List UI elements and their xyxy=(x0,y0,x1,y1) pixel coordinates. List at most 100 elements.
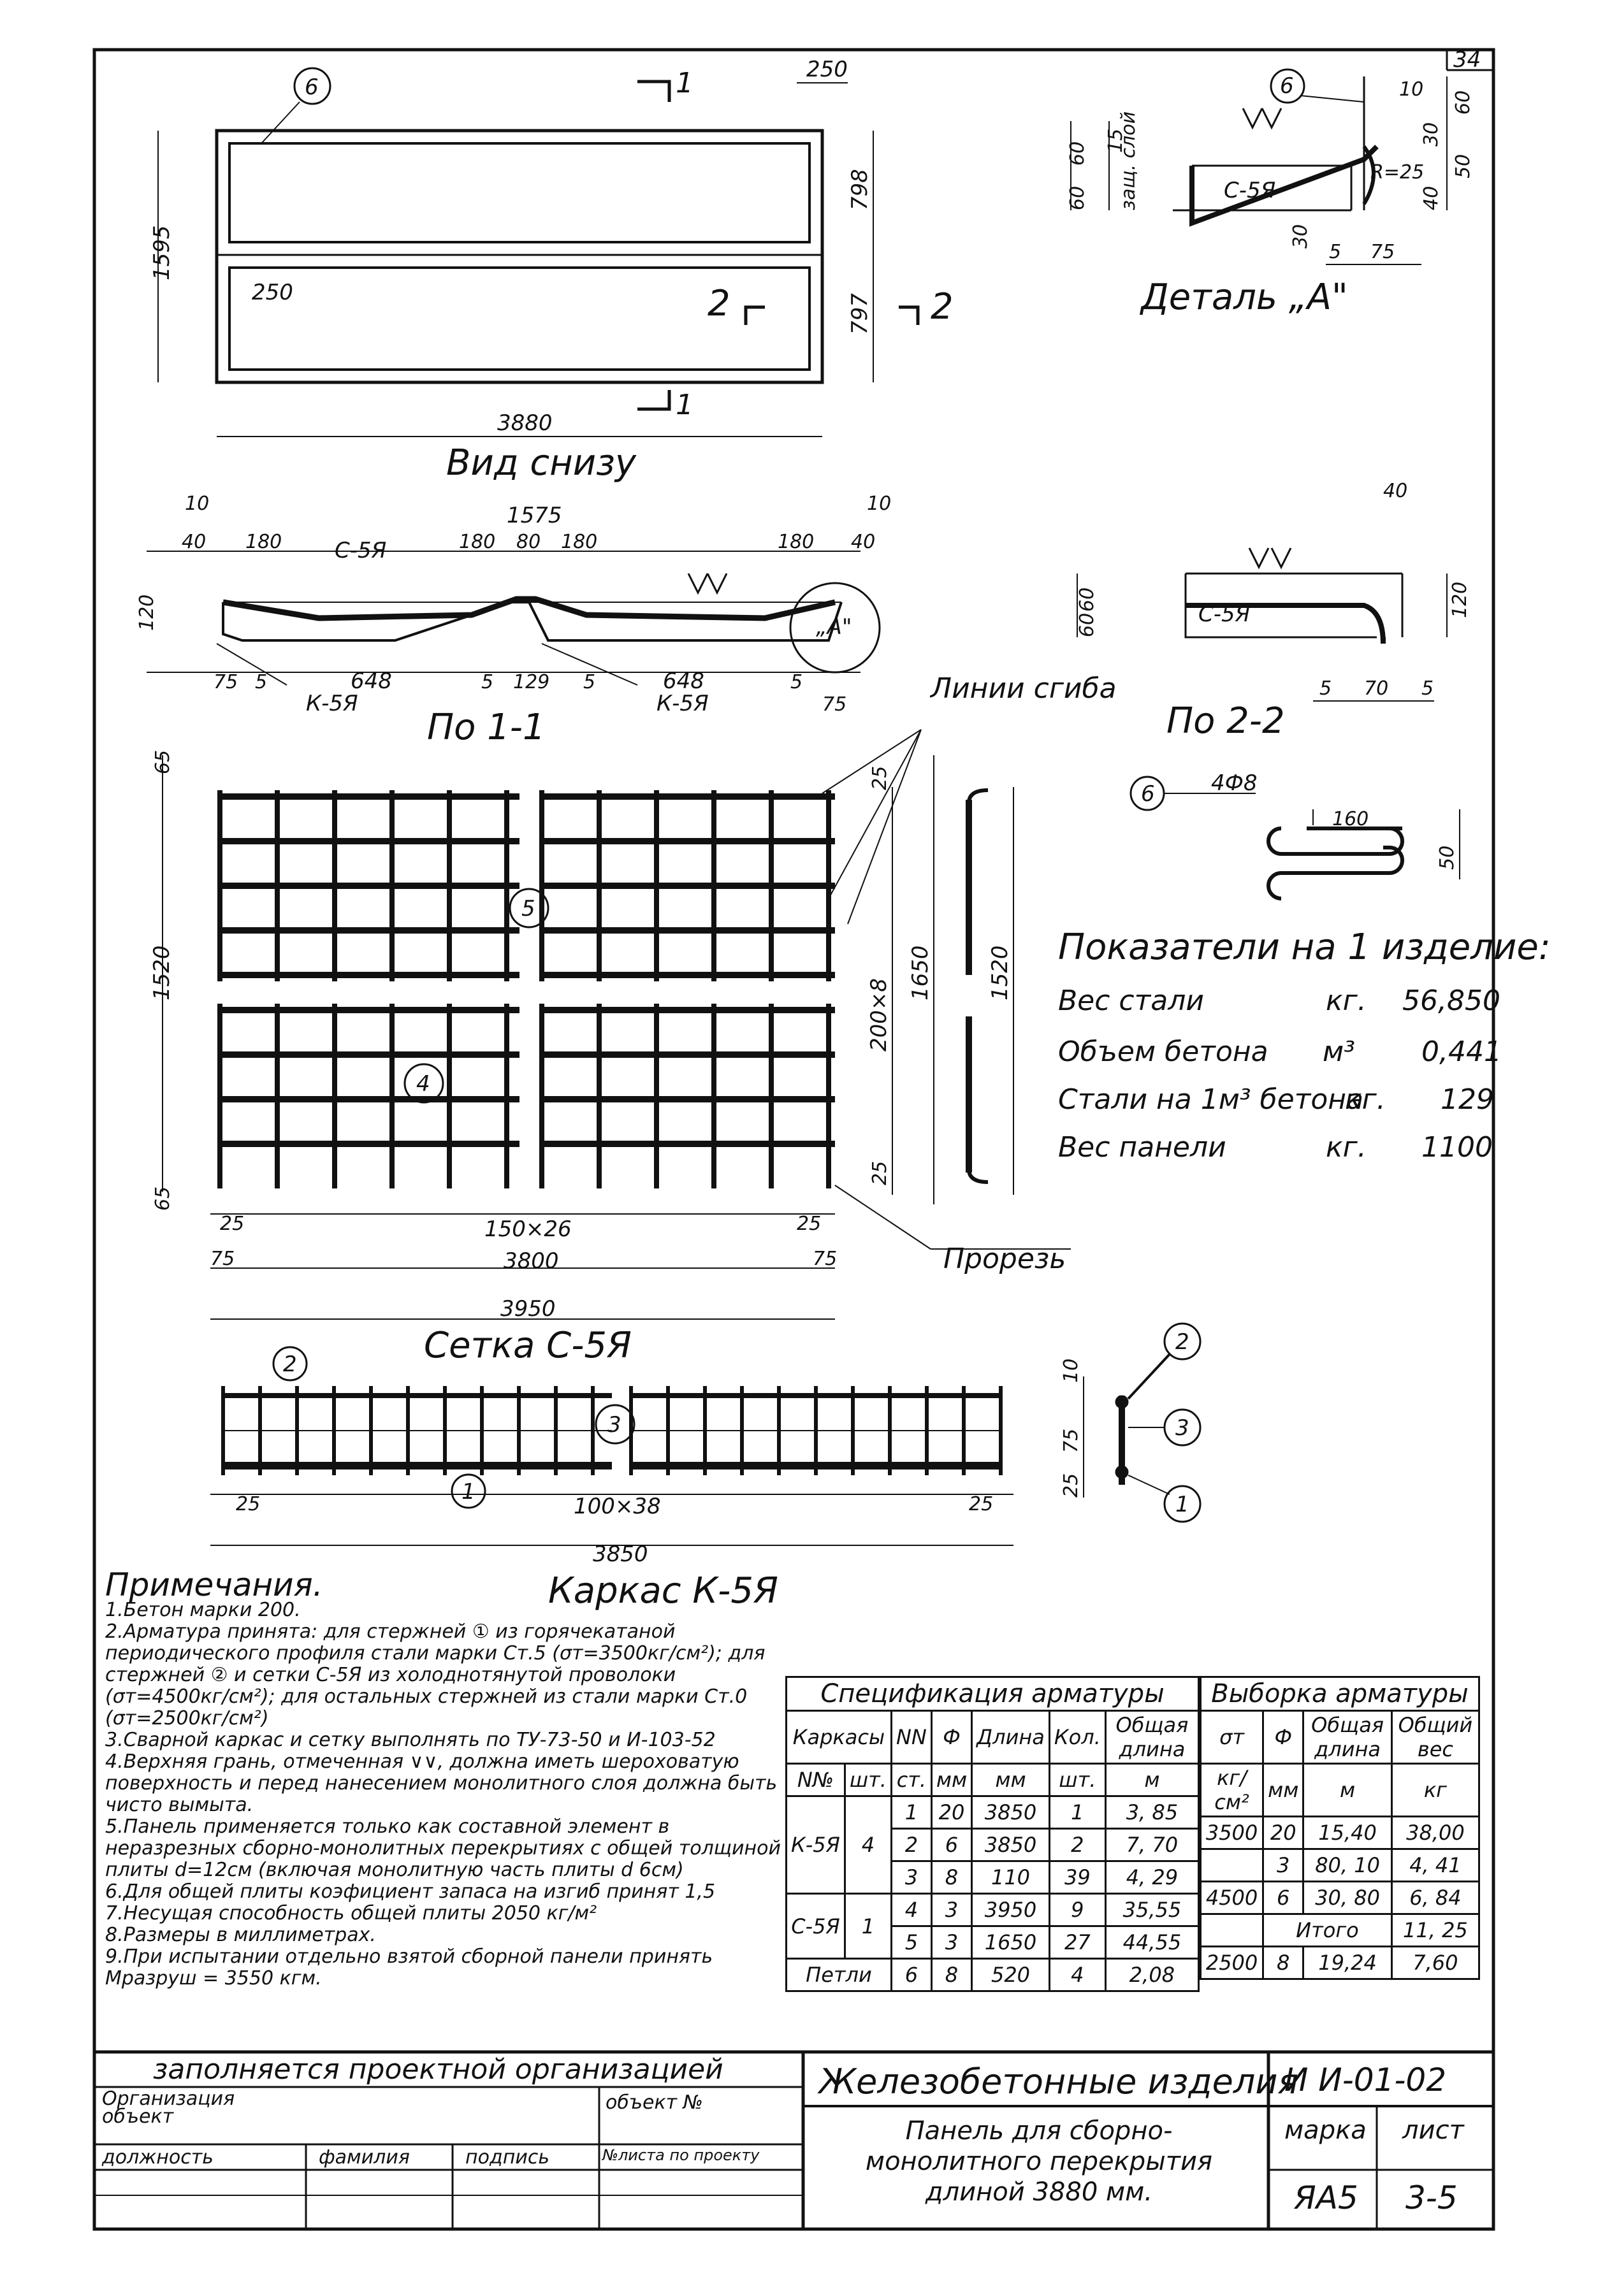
svg-text:40: 40 xyxy=(1420,186,1442,210)
svg-text:25: 25 xyxy=(869,1161,891,1185)
svg-text:250: 250 xyxy=(252,280,293,305)
organization-label: Организация объект xyxy=(102,2088,235,2128)
svg-text:1520: 1520 xyxy=(987,945,1013,1000)
note-item: 7.Несущая способность общей плиты 2050 к… xyxy=(105,1902,597,1924)
view-bottom-title: Вид снизу xyxy=(446,442,637,484)
sheet-label: лист xyxy=(1402,2116,1464,2145)
svg-text:50: 50 xyxy=(1452,154,1474,178)
table-row: 3 80, 10 4, 41 xyxy=(1199,1848,1481,1882)
mark-value: ЯА5 xyxy=(1294,2179,1358,2216)
svg-text:R=25: R=25 xyxy=(1370,161,1424,184)
callout-3: 3 xyxy=(607,1412,621,1438)
note-item: 2.Арматура принята: для стержней ① из го… xyxy=(105,1621,766,1729)
note-item: 9.При испытании отдельно взятой сборной … xyxy=(105,1946,713,1989)
svg-text:2: 2 xyxy=(1175,1329,1189,1355)
callout-6-view: 6 xyxy=(305,75,319,100)
svg-text:5: 5 xyxy=(1319,677,1332,700)
svg-text:120: 120 xyxy=(136,595,158,631)
svg-text:60: 60 xyxy=(1066,141,1089,166)
svg-text:кг.: кг. xyxy=(1345,1083,1386,1116)
svg-text:защ. слой: защ. слой xyxy=(1117,112,1140,210)
loop-6 xyxy=(1129,776,1460,900)
svg-text:180: 180 xyxy=(778,531,814,553)
svg-text:1: 1 xyxy=(1175,1492,1189,1517)
sheet-value: 3-5 xyxy=(1405,2179,1458,2216)
table-row: 5 3 1650 27 44,55 xyxy=(787,1925,1200,1960)
svg-text:60: 60 xyxy=(1076,588,1098,612)
svg-text:30: 30 xyxy=(1289,224,1312,249)
table-row: 2500 8 19,24 7,60 xyxy=(1199,1946,1481,1980)
table-row: 3500 20 15,40 38,00 xyxy=(1199,1816,1481,1850)
section-1-1-title: По 1-1 xyxy=(427,707,546,748)
svg-text:5: 5 xyxy=(1329,241,1341,263)
svg-text:75: 75 xyxy=(1370,241,1395,263)
svg-text:25: 25 xyxy=(797,1213,821,1235)
note-item: 8.Размеры в миллиметрах. xyxy=(105,1924,376,1946)
series: И И-01-02 xyxy=(1284,2061,1447,2098)
svg-text:65: 65 xyxy=(152,1187,174,1211)
svg-text:Объем бетона: Объем бетона xyxy=(1058,1036,1268,1068)
frame-title: Каркас К-5Я xyxy=(548,1570,778,1612)
cut-label: Прорезь xyxy=(943,1243,1066,1275)
svg-text:м³: м³ xyxy=(1323,1036,1355,1068)
svg-text:С-5Я: С-5Я xyxy=(1224,178,1275,203)
callout-4: 4 xyxy=(416,1071,430,1097)
svg-text:кг.: кг. xyxy=(1326,985,1367,1017)
svg-text:798: 798 xyxy=(847,169,873,210)
note-item: 5.Панель применяется только как составно… xyxy=(105,1816,781,1881)
svg-text:75: 75 xyxy=(822,693,846,716)
position-label: должность xyxy=(102,2146,214,2169)
svg-text:70: 70 xyxy=(1364,677,1388,700)
mesh-c5ya xyxy=(217,790,835,1188)
svg-text:1: 1 xyxy=(676,389,693,421)
svg-text:5: 5 xyxy=(790,671,802,693)
notes-title: Примечания. xyxy=(105,1566,323,1603)
svg-text:120: 120 xyxy=(1449,582,1471,618)
svg-text:56,850: 56,850 xyxy=(1402,985,1500,1017)
table-row: 4500 6 30, 80 6, 84 xyxy=(1199,1881,1481,1915)
svg-text:3850: 3850 xyxy=(593,1541,648,1567)
svg-text:2: 2 xyxy=(931,286,954,328)
svg-text:75: 75 xyxy=(210,1248,235,1270)
svg-text:50: 50 xyxy=(1436,846,1458,870)
svg-text:25: 25 xyxy=(220,1213,244,1235)
table-row: Петли 6 8 520 4 2,08 xyxy=(785,1958,1200,1992)
svg-text:1595: 1595 xyxy=(149,225,175,280)
svg-text:60: 60 xyxy=(1076,613,1098,637)
callout-5: 5 xyxy=(521,896,535,921)
fold-lines-label: Линии сгиба xyxy=(929,672,1117,705)
svg-text:„А": „А" xyxy=(816,614,852,640)
svg-text:3: 3 xyxy=(1175,1415,1189,1441)
spec-title: Спецификация арматуры xyxy=(785,1676,1200,1712)
svg-text:60: 60 xyxy=(1452,90,1474,115)
section-2-2 xyxy=(1077,547,1448,702)
svg-text:2: 2 xyxy=(708,283,730,324)
selection-table: Выборка арматуры σт Ф Общая длина Общий … xyxy=(1199,1676,1481,1980)
mesh-title: Сетка С-5Я xyxy=(424,1325,632,1366)
svg-text:3880: 3880 xyxy=(497,410,553,436)
svg-text:Вес стали: Вес стали xyxy=(1058,985,1204,1017)
svg-text:3800: 3800 xyxy=(504,1248,559,1274)
svg-text:С-5Я: С-5Я xyxy=(1198,602,1250,627)
svg-text:60: 60 xyxy=(1066,186,1089,210)
product-type: Железобетонные изделия xyxy=(819,2061,1298,2102)
svg-text:Вес панели: Вес панели xyxy=(1058,1131,1226,1164)
svg-text:648: 648 xyxy=(351,668,392,694)
table-row: 3 8 110 39 4, 29 xyxy=(787,1860,1200,1895)
sheet-no-project-label: №листа по проекту xyxy=(602,2146,760,2164)
svg-text:40: 40 xyxy=(182,531,206,553)
svg-text:15: 15 xyxy=(1105,129,1127,153)
selection-title: Выборка арматуры xyxy=(1200,1676,1480,1712)
svg-text:К-5Я: К-5Я xyxy=(306,691,358,716)
section-1-1 xyxy=(147,551,881,686)
svg-text:1520: 1520 xyxy=(149,945,175,1000)
surname-label: фамилия xyxy=(319,2146,410,2169)
svg-text:С-5Я: С-5Я xyxy=(335,538,386,563)
mark-label: марка xyxy=(1284,2116,1367,2145)
svg-text:1650: 1650 xyxy=(908,945,933,1000)
svg-text:5: 5 xyxy=(481,671,493,693)
svg-text:40: 40 xyxy=(851,531,875,553)
svg-text:1: 1 xyxy=(676,67,693,99)
table-row: 2 6 3850 2 7, 70 xyxy=(787,1828,1200,1862)
svg-text:180: 180 xyxy=(459,531,495,553)
